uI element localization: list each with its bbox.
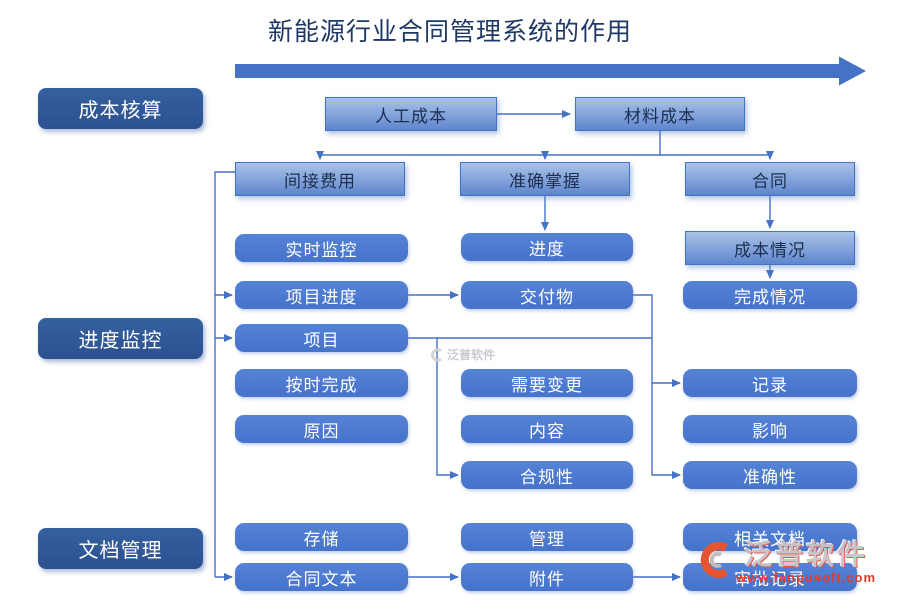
node-material-cost: 材料成本	[575, 97, 745, 131]
node-labor-cost: 人工成本	[325, 97, 497, 131]
node-compliance: 合规性	[461, 461, 633, 489]
node-progress: 进度	[461, 233, 633, 261]
node-attachment: 附件	[461, 563, 633, 591]
node-cost-status: 成本情况	[685, 231, 855, 265]
category-cost-accounting: 成本核算	[38, 88, 203, 129]
node-ontime-completion: 按时完成	[235, 369, 408, 397]
watermark-bottom-right: 泛普软件 www.fanpusoft.com	[694, 541, 876, 584]
timeline-arrow	[235, 56, 866, 86]
node-project: 项目	[235, 324, 408, 352]
watermark-text-block: 泛普软件 www.fanpusoft.com	[736, 539, 877, 585]
node-contract-text: 合同文本	[235, 563, 408, 591]
category-document-management: 文档管理	[38, 528, 203, 569]
node-accurate-grasp: 准确掌握	[460, 162, 630, 196]
node-reason: 原因	[235, 415, 408, 443]
node-content: 内容	[461, 415, 633, 443]
category-progress-monitoring: 进度监控	[38, 318, 203, 359]
node-completion-status: 完成情况	[683, 281, 857, 309]
watermark-center-text: 泛普软件	[447, 348, 496, 362]
watermark-brand: 泛普软件	[744, 539, 869, 570]
node-realtime-monitoring: 实时监控	[235, 234, 408, 262]
node-indirect-expense: 间接费用	[235, 162, 405, 196]
node-contract: 合同	[685, 162, 855, 196]
watermark-center: 泛普软件	[430, 346, 495, 363]
fanpu-logo-icon	[700, 542, 729, 578]
node-need-change: 需要变更	[461, 369, 633, 397]
node-manage: 管理	[461, 523, 633, 551]
node-record: 记录	[683, 369, 857, 397]
node-project-progress: 项目进度	[235, 281, 408, 309]
node-storage: 存储	[235, 523, 408, 551]
node-accuracy: 准确性	[683, 461, 857, 489]
fanpu-logo-icon	[431, 347, 442, 362]
node-deliverable: 交付物	[461, 281, 633, 309]
node-impact: 影响	[683, 415, 857, 443]
page-title: 新能源行业合同管理系统的作用	[267, 19, 632, 46]
watermark-url: www.fanpusoft.com	[736, 570, 877, 585]
